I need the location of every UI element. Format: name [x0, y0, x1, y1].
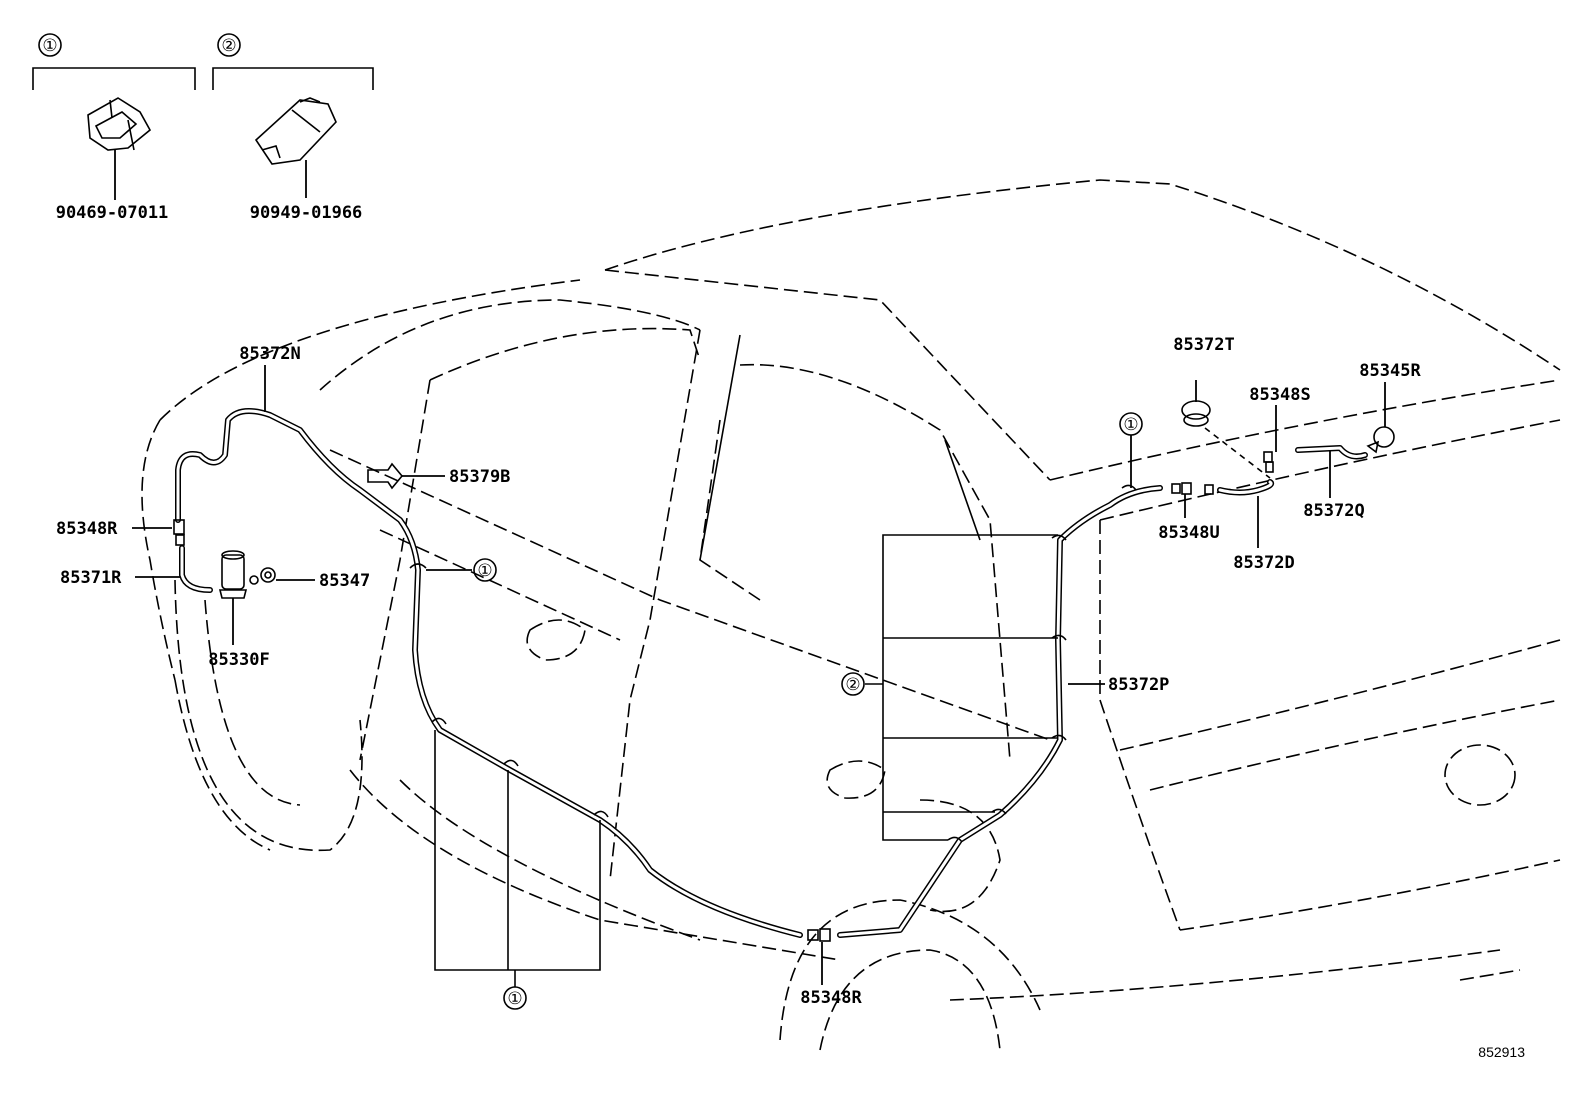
label-85347: 85347: [319, 571, 370, 591]
label-85372P: 85372P: [1108, 675, 1169, 695]
ref-circle-2: ②: [841, 672, 865, 696]
grommet-85372T-icon: [1181, 400, 1211, 427]
legend-clip-2: ② 90949-01966: [212, 33, 374, 223]
label-85348S: 85348S: [1249, 385, 1310, 405]
washer-hose-85372P: [837, 485, 1163, 938]
washer-hose-85371R: [179, 545, 213, 593]
bracket-clips-lower: [434, 730, 601, 987]
label-85379B: 85379B: [449, 467, 510, 487]
figure-number: 852913: [1478, 1044, 1525, 1060]
label-85348R-rear: 85348R: [800, 988, 862, 1008]
hose-clips: [409, 484, 1137, 843]
joint-85348R-front-icon: [173, 519, 185, 546]
legend-ref-1: ①: [42, 36, 57, 55]
part-90949-01966: 90949-01966: [250, 203, 363, 223]
nozzle-85345R-icon: [1366, 426, 1395, 454]
ref-circle-1-b: ①: [503, 986, 527, 1010]
legend-ref-2: ②: [221, 36, 236, 55]
joint-85348R-rear-icon: [807, 928, 831, 942]
joint-85348S-icon: [1263, 451, 1274, 473]
ref-1-b: ①: [507, 989, 522, 1008]
washer-hose-85372N: [175, 408, 803, 938]
label-85348R-front: 85348R: [56, 519, 118, 539]
label-85371R: 85371R: [60, 568, 122, 588]
ref-1-c: ①: [1123, 415, 1138, 434]
label-85345R: 85345R: [1359, 361, 1421, 381]
label-85372N: 85372N: [239, 344, 300, 364]
washer-pump-85330F-icon: [218, 550, 248, 599]
washer-hose-85372D: [1217, 479, 1275, 496]
ref-1-a: ①: [477, 561, 492, 580]
label-85348U: 85348U: [1158, 523, 1219, 543]
nozzle-85379B-icon: [367, 462, 404, 490]
ref-circle-1-a: ①: [473, 558, 497, 582]
washer-hose-85372Q: [1295, 445, 1368, 460]
bracket-clips-2: [865, 534, 1058, 841]
clip-90949-icon: [254, 97, 337, 165]
ref-circle-1-c: ①: [1119, 412, 1143, 436]
label-85372Q: 85372Q: [1303, 501, 1364, 521]
legend-clip-1: ① 90469-07011: [32, 33, 196, 223]
clip-90469-icon: [87, 97, 152, 151]
label-85372T: 85372T: [1173, 335, 1234, 355]
ref-2: ②: [845, 675, 860, 694]
leader-lines: [132, 365, 1386, 985]
part-90469-07011: 90469-07011: [56, 203, 169, 223]
joint-85348U-icon: [1171, 482, 1214, 495]
vehicle-outline: [141, 179, 1561, 1051]
label-85330F: 85330F: [208, 650, 269, 670]
label-85372D: 85372D: [1233, 553, 1294, 573]
grommet-85347-icon: [249, 567, 276, 585]
